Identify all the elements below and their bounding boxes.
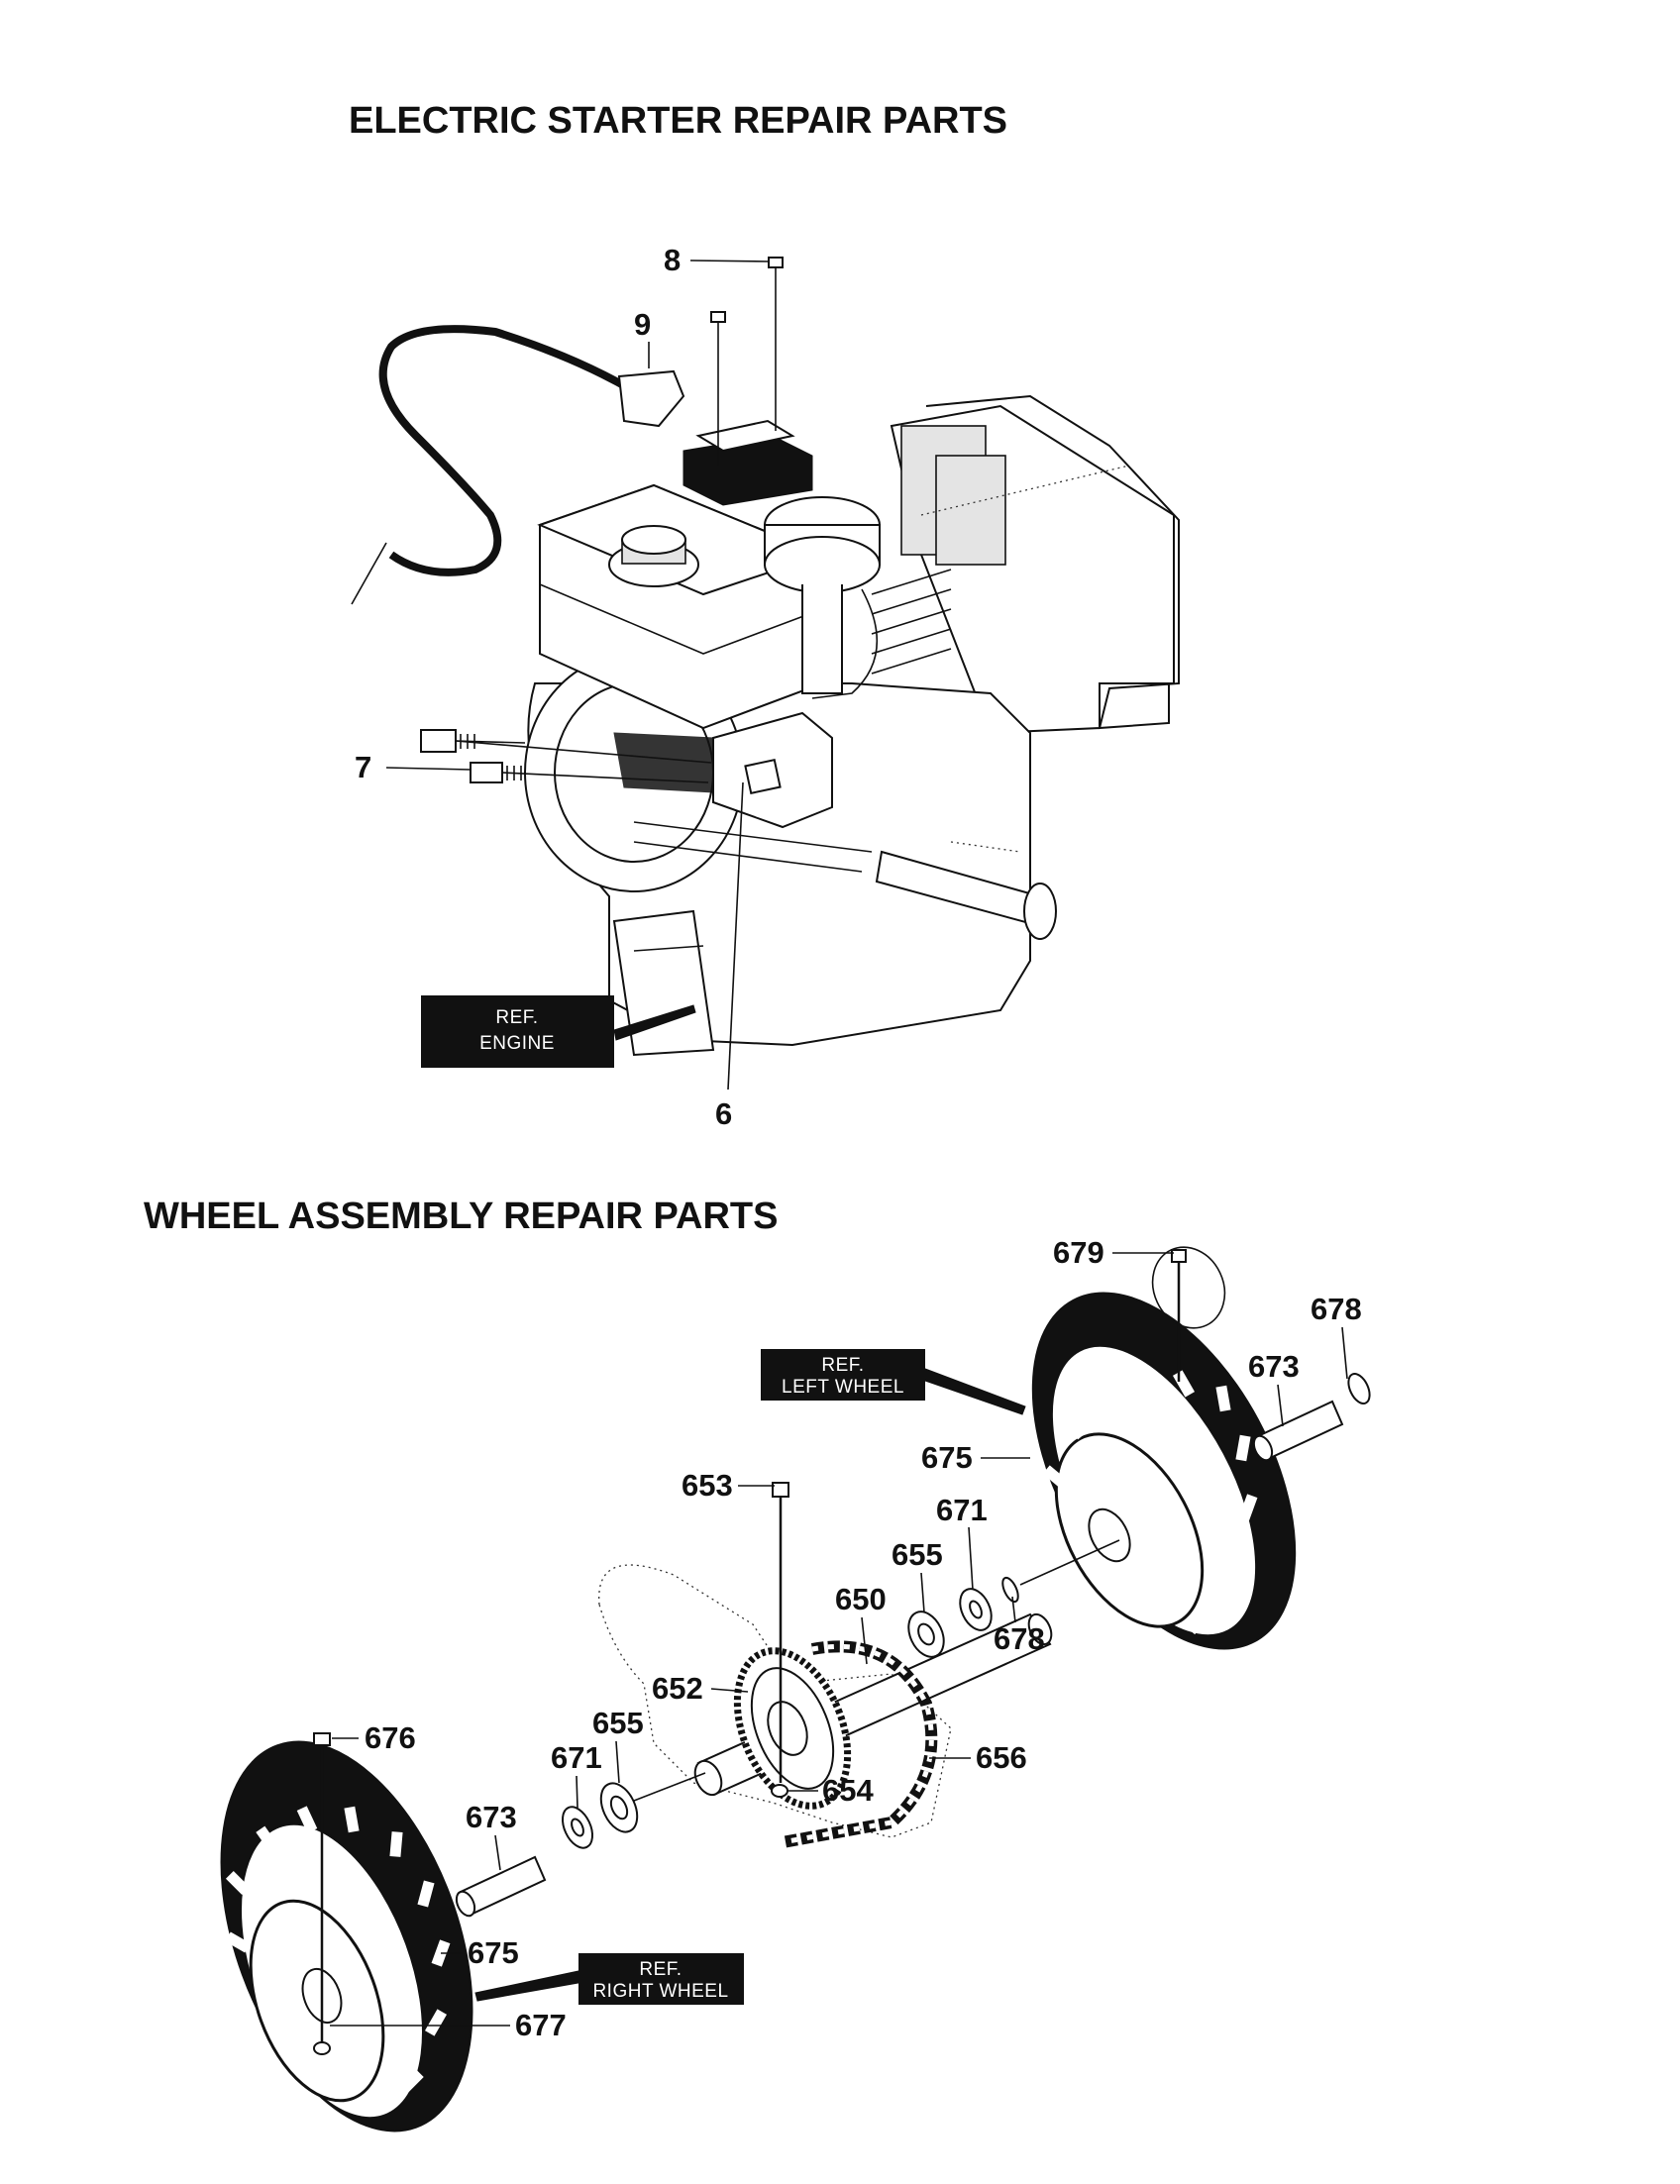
callout-673-lower: 673 xyxy=(466,1800,517,1834)
axle-assembly xyxy=(455,1482,1120,1918)
callout-675-top: 675 xyxy=(921,1440,973,1475)
callout-9: 9 xyxy=(634,307,651,342)
callout-653: 653 xyxy=(682,1468,733,1503)
wheel-callouts: 679 678 673 675 653 671 655 650 678 652 … xyxy=(330,1235,1362,2042)
ref-left-wheel-box: REF. LEFT WHEEL xyxy=(761,1349,1026,1415)
callout-677: 677 xyxy=(515,2008,567,2042)
callout-8: 8 xyxy=(664,243,681,277)
ref-engine-box: REF. ENGINE xyxy=(421,995,696,1068)
ref-right-wheel-box: REF. RIGHT WHEEL xyxy=(474,1953,744,2005)
engine-illustration xyxy=(351,257,1180,1057)
ref-left-wheel-line1: REF. xyxy=(821,1355,864,1376)
callout-676: 676 xyxy=(365,1720,416,1755)
wheel-section-title: WHEEL ASSEMBLY REPAIR PARTS xyxy=(144,1196,778,1237)
ref-engine-line1: REF. xyxy=(495,1007,538,1028)
callout-675-lower: 675 xyxy=(468,1935,519,1970)
callout-671-lower: 671 xyxy=(551,1740,602,1775)
starter-section-title: ELECTRIC STARTER REPAIR PARTS xyxy=(349,100,1007,142)
ref-left-wheel-line2: LEFT WHEEL xyxy=(782,1377,904,1398)
callout-678-lower: 678 xyxy=(994,1621,1045,1656)
starter-callouts: 8 9 7 6 xyxy=(355,243,770,1131)
left-wheel xyxy=(1031,1246,1371,1663)
callout-673-top: 673 xyxy=(1248,1349,1300,1384)
ref-right-wheel-line2: RIGHT WHEEL xyxy=(592,1981,728,2002)
callout-679: 679 xyxy=(1053,1235,1104,1270)
callout-7: 7 xyxy=(355,750,371,784)
callout-652: 652 xyxy=(652,1671,703,1706)
callout-655-lower: 655 xyxy=(592,1706,644,1740)
ref-engine-line2: ENGINE xyxy=(479,1033,555,1054)
callout-6: 6 xyxy=(715,1096,732,1131)
callout-654: 654 xyxy=(822,1773,874,1808)
callout-650: 650 xyxy=(835,1582,887,1616)
callout-671-top: 671 xyxy=(936,1493,988,1527)
callout-656: 656 xyxy=(976,1740,1027,1775)
callout-655-top: 655 xyxy=(892,1537,943,1572)
right-wheel xyxy=(220,1732,473,2132)
ref-right-wheel-line1: REF. xyxy=(639,1959,682,1980)
callout-678-top: 678 xyxy=(1311,1292,1362,1326)
